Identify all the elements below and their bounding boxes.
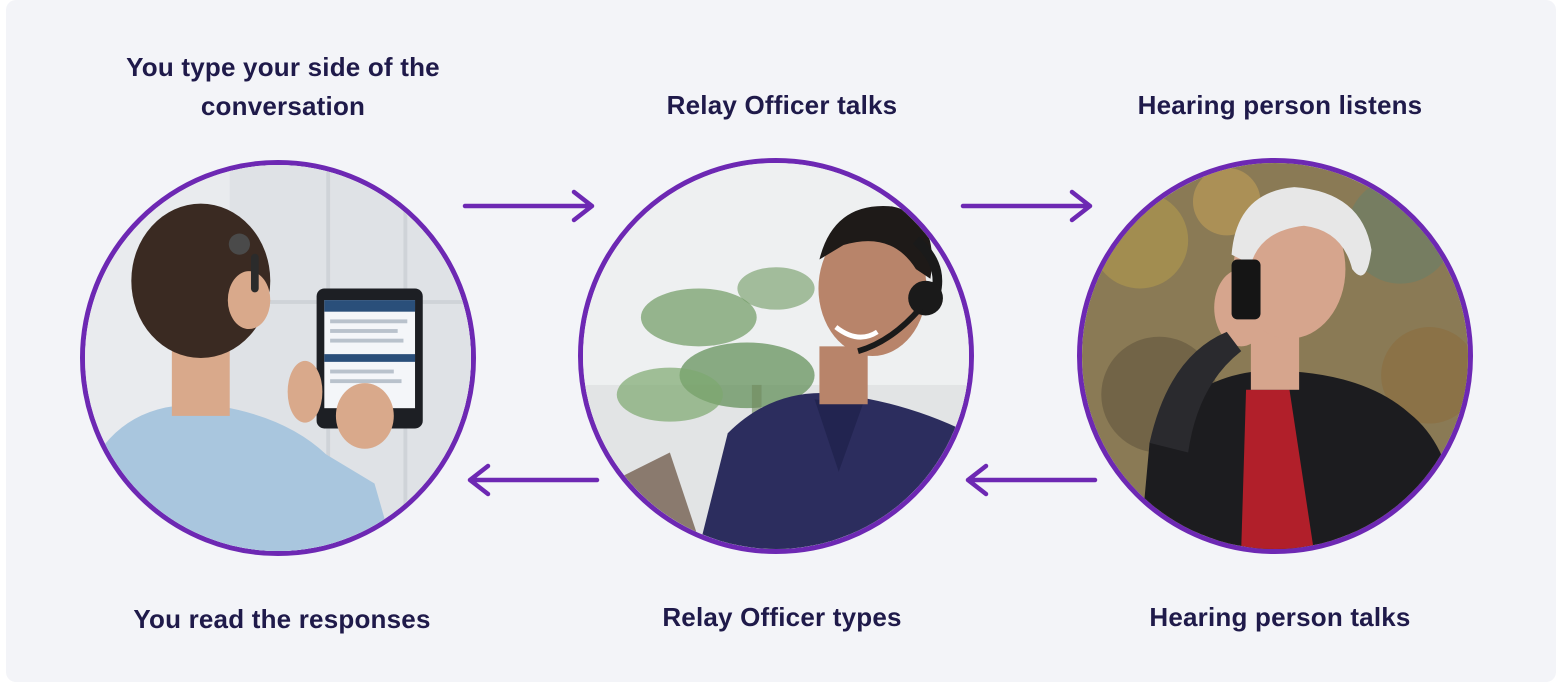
step-label-hearing-listens: Hearing person listens — [1137, 90, 1423, 120]
step-label-hearing-talks: Hearing person talks — [1149, 602, 1411, 632]
arrow-left-icon — [467, 463, 600, 497]
step-label-officer-types: Relay Officer types — [662, 602, 902, 632]
step-label-you-type: You type your side of the conversation — [126, 52, 440, 121]
deaf-user-tablet-photo — [80, 160, 476, 556]
step-label-officer-talks: Relay Officer talks — [666, 90, 898, 120]
arrow-left-icon — [965, 463, 1098, 497]
arrow-right-icon — [960, 189, 1093, 223]
arrow-right-icon — [462, 189, 595, 223]
relay-officer-headset-photo — [578, 158, 974, 554]
step-label-you-read: You read the responses — [133, 604, 431, 634]
hearing-person-phone-photo — [1077, 158, 1473, 554]
